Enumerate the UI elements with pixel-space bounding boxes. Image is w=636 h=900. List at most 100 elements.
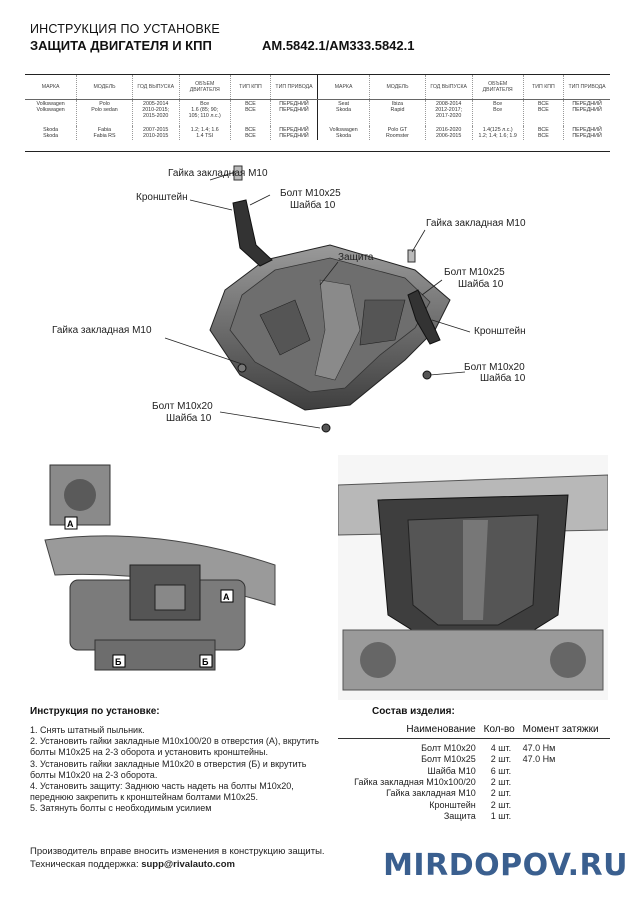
item-qty: 6 шт. bbox=[490, 765, 512, 776]
item-qty: 1 шт. bbox=[490, 810, 512, 821]
nut-right bbox=[407, 249, 416, 263]
exploded-assembly-diagram bbox=[164, 165, 471, 433]
engine-bay-photo: А А Б Б bbox=[35, 455, 285, 695]
cell-gearbox: ВСЕ ВСЕ bbox=[523, 125, 565, 140]
manufacturer-notice: Производитель вправе вносить изменения в… bbox=[30, 846, 325, 857]
footer: Производитель вправе вносить изменения в… bbox=[30, 845, 325, 871]
composition-table: Наименование Кол-во Момент затяжки Болт … bbox=[338, 720, 610, 822]
instructions-list: 1. Снять штатный пыльник. 2. Установить … bbox=[30, 725, 350, 815]
installed-guard-photo bbox=[338, 455, 608, 700]
cell-make: Volkswagen Volkswagen bbox=[25, 99, 78, 126]
skid-plate-guard bbox=[209, 244, 451, 411]
callout-bolt-top: Болт М10х25 bbox=[280, 188, 341, 199]
support-label: Техническая поддержка: bbox=[30, 859, 139, 870]
cell-engine: 1.4(125 л.с.) 1.2; 1.4; 1.6; 1.9 bbox=[472, 125, 524, 140]
instructions-title: Инструкция по установке: bbox=[30, 706, 160, 717]
item-name: Кронштейн bbox=[429, 799, 476, 810]
callout-nut-right: Гайка закладная М10 bbox=[426, 218, 526, 229]
col-model: МОДЕЛЬ bbox=[369, 75, 426, 100]
mark-a-1: А bbox=[67, 519, 74, 529]
mark-b-2: Б bbox=[202, 657, 209, 667]
cell-drive: ПЕРЕДНИЙ ПЕРЕДНИЙ bbox=[270, 99, 318, 126]
instruction-step: 3. Установить гайки закладные М10х20 в о… bbox=[30, 758, 307, 769]
cell-engine: 1.2; 1.4; 1.6 1.4 TSI bbox=[179, 125, 231, 140]
callout-bolt-m20-right: Болт М10х20 bbox=[464, 362, 525, 373]
cell-year: 2016-2020 2006-2015 bbox=[425, 125, 473, 140]
doc-title-line2: ЗАЩИТА ДВИГАТЕЛЯ И КПП bbox=[30, 38, 212, 53]
leader-lines bbox=[164, 171, 471, 429]
item-name: Болт М10х25 bbox=[421, 754, 476, 765]
col-engine: ОБЪЕМ ДВИГАТЕЛЯ bbox=[472, 75, 524, 100]
mark-b-1: Б bbox=[115, 657, 122, 667]
cell-model: Polo Polo sedan bbox=[76, 99, 133, 126]
callout-bracket-right: Кронштейн bbox=[474, 326, 526, 337]
item-torque bbox=[520, 788, 610, 799]
cell-year: 2008-2014 2012-2017; 2017-2020 bbox=[425, 99, 473, 126]
item-name: Шайба М10 bbox=[427, 765, 476, 776]
callout-washer-m20-right: Шайба 10 bbox=[480, 373, 526, 384]
item-qty: 2 шт. bbox=[490, 788, 512, 799]
item-torque: 47.0 Нм bbox=[522, 743, 556, 754]
mark-a-2: А bbox=[223, 592, 230, 602]
table-row: Шайба М10 6 шт. bbox=[338, 766, 610, 777]
callout-bracket-left: Кронштейн bbox=[136, 192, 188, 203]
col-qty: Кол-во bbox=[478, 720, 520, 739]
cell-model: Ibiza Rapid bbox=[369, 99, 426, 126]
instruction-step: болты М10х25 на 2-3 оборота и установить… bbox=[30, 747, 268, 758]
table-row: Skoda Skoda Fabia Fabia RS 2007-2015 201… bbox=[25, 125, 610, 140]
composition-title: Состав изделия: bbox=[372, 706, 455, 717]
bracket-right bbox=[407, 289, 441, 345]
instruction-step: болты М10х20 на 2-3 оборота. bbox=[30, 769, 158, 780]
item-name: Защита bbox=[443, 810, 476, 821]
item-name: Болт М10х20 bbox=[421, 743, 476, 754]
col-gearbox: ТИП КПП bbox=[523, 75, 565, 100]
callout-nut-left: Гайка закладная М10 bbox=[52, 325, 152, 336]
bolt-m20-bottom bbox=[321, 423, 331, 433]
table-row: Кронштейн 2 шт. bbox=[338, 799, 610, 810]
col-year: ГОД ВЫПУСКА bbox=[425, 75, 473, 100]
support-email[interactable]: supp@rivalauto.com bbox=[141, 859, 235, 870]
item-torque bbox=[520, 766, 610, 777]
callout-bolt-m20-bottom: Болт М10х20 bbox=[152, 401, 213, 412]
item-torque bbox=[520, 811, 610, 822]
instruction-step: 5. Затянуть болты с необходимым усилием bbox=[30, 803, 212, 814]
cell-engine: Все Все bbox=[472, 99, 524, 126]
callout-nut-top: Гайка закладная М10 bbox=[168, 168, 268, 179]
article-number: АМ.5842.1/АМ333.5842.1 bbox=[262, 38, 415, 53]
callout-washer-m20-bottom: Шайба 10 bbox=[166, 413, 212, 424]
callout-washer-top: Шайба 10 bbox=[290, 200, 336, 211]
cell-make: Seat Skoda bbox=[317, 99, 371, 126]
item-qty: 2 шт. bbox=[490, 754, 512, 765]
callout-bolt-right: Болт М10х25 bbox=[444, 267, 505, 278]
col-torque: Момент затяжки bbox=[519, 720, 610, 739]
cell-make: Skoda Skoda bbox=[25, 125, 78, 140]
instruction-step: переднюю закрепить к кронштейнам болтами… bbox=[30, 792, 258, 803]
col-name: Наименование bbox=[338, 720, 479, 739]
cell-gearbox: ВСЕ ВСЕ bbox=[523, 99, 565, 126]
watermark: MIRDOPOV.RU bbox=[383, 848, 628, 883]
nut-left bbox=[237, 363, 247, 373]
col-year: ГОД ВЫПУСКА bbox=[132, 75, 180, 100]
col-drive: ТИП ПРИВОДА bbox=[563, 75, 610, 100]
col-model: МОДЕЛЬ bbox=[76, 75, 133, 100]
cell-make: Volkswagen Skoda bbox=[317, 125, 371, 140]
bolt-m20-right bbox=[422, 370, 432, 380]
item-qty: 4 шт. bbox=[490, 743, 512, 754]
col-make: МАРКА bbox=[25, 75, 78, 100]
doc-title-line1: ИНСТРУКЦИЯ ПО УСТАНОВКЕ bbox=[30, 22, 220, 36]
col-gearbox: ТИП КПП bbox=[230, 75, 272, 100]
cell-gearbox: ВСЕ ВСЕ bbox=[230, 99, 272, 126]
item-name: Гайка закладная М10х100/20 bbox=[354, 777, 476, 788]
item-qty: 2 шт. bbox=[490, 799, 512, 810]
cell-gearbox: ВСЕ ВСЕ bbox=[230, 125, 272, 140]
application-table: МАРКА МОДЕЛЬ ГОД ВЫПУСКА ОБЪЕМ ДВИГАТЕЛЯ… bbox=[25, 75, 610, 140]
support-line: Техническая поддержка: supp@rivalauto.co… bbox=[30, 858, 325, 871]
cell-drive: ПЕРЕДНИЙ ПЕРЕДНИЙ bbox=[572, 126, 602, 139]
callout-washer-right: Шайба 10 bbox=[458, 279, 504, 290]
nut-top bbox=[233, 165, 243, 181]
callout-guard: Защита bbox=[338, 252, 374, 263]
col-engine: ОБЪЕМ ДВИГАТЕЛЯ bbox=[179, 75, 231, 100]
